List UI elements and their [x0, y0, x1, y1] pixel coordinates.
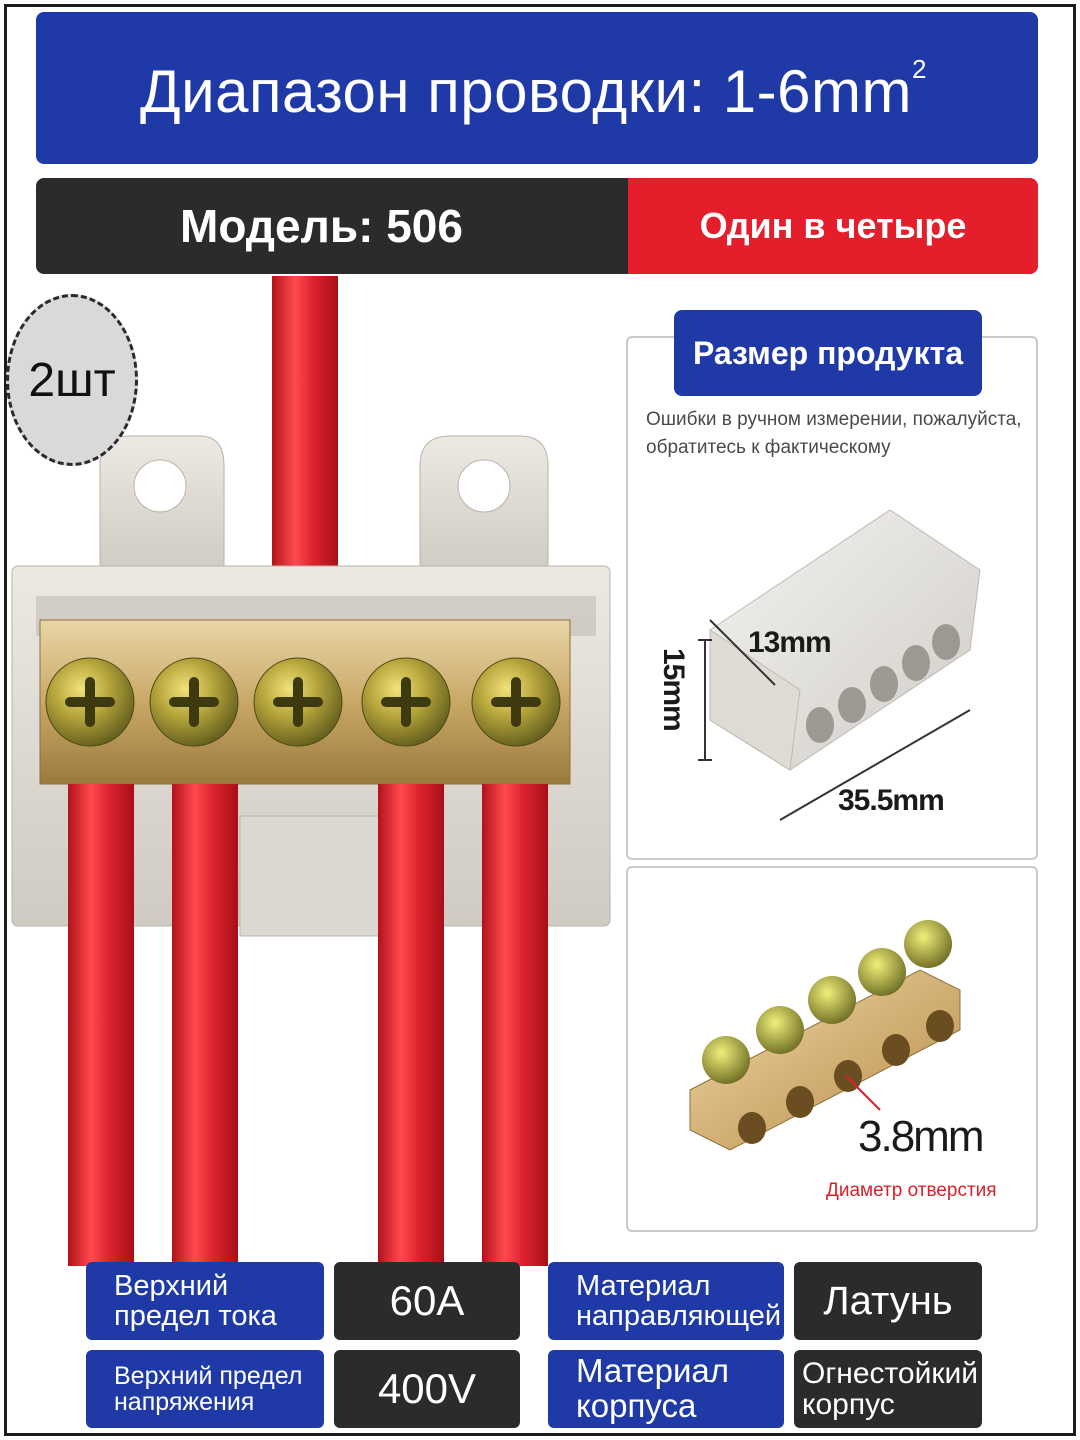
spec-rail-material-value: Латунь: [794, 1262, 982, 1340]
model-type: Один в четыре: [628, 178, 1038, 274]
quantity-badge: 2шт: [6, 294, 138, 466]
length-dimension: 35.5mm: [838, 784, 945, 817]
wiring-range-title: Диапазон проводки: 1-6mm2: [140, 54, 927, 125]
hole-diameter-caption: Диаметр отверстия: [826, 1180, 997, 1201]
spec-housing-material-value: Огнестойкий корпус: [794, 1350, 982, 1428]
spec-current-value: 60A: [334, 1262, 520, 1340]
spec-voltage-label: Верхний предел напряжения: [86, 1350, 324, 1428]
spec-rail-material-label: Материал направляющей: [548, 1262, 784, 1340]
housing-dimension-illustration: [698, 509, 981, 821]
bottom-wires: [68, 784, 548, 1266]
spec-voltage-value: 400V: [334, 1350, 520, 1428]
height-dimension: 15mm: [657, 648, 690, 731]
product-size-title: Размер продукта: [674, 310, 982, 396]
wiring-range-banner: Диапазон проводки: 1-6mm2: [36, 12, 1038, 164]
model-label: Модель: 506: [36, 178, 628, 274]
measurement-note: Ошибки в ручном измерении, пожалуйста, о…: [646, 409, 1022, 458]
product-photo: [11, 276, 611, 1266]
model-bar: Модель: 506 Один в четыре: [36, 178, 1038, 274]
screws: [45, 657, 561, 747]
spec-current-label: Верхний предел тока: [86, 1262, 324, 1340]
spec-housing-material-label: Материал корпуса: [548, 1350, 784, 1428]
brass-bar-illustration: [689, 920, 961, 1151]
width-dimension: 13mm: [748, 626, 832, 659]
hole-diameter-value: 3.8mm: [858, 1112, 984, 1161]
image-frame: [4, 4, 1076, 1436]
